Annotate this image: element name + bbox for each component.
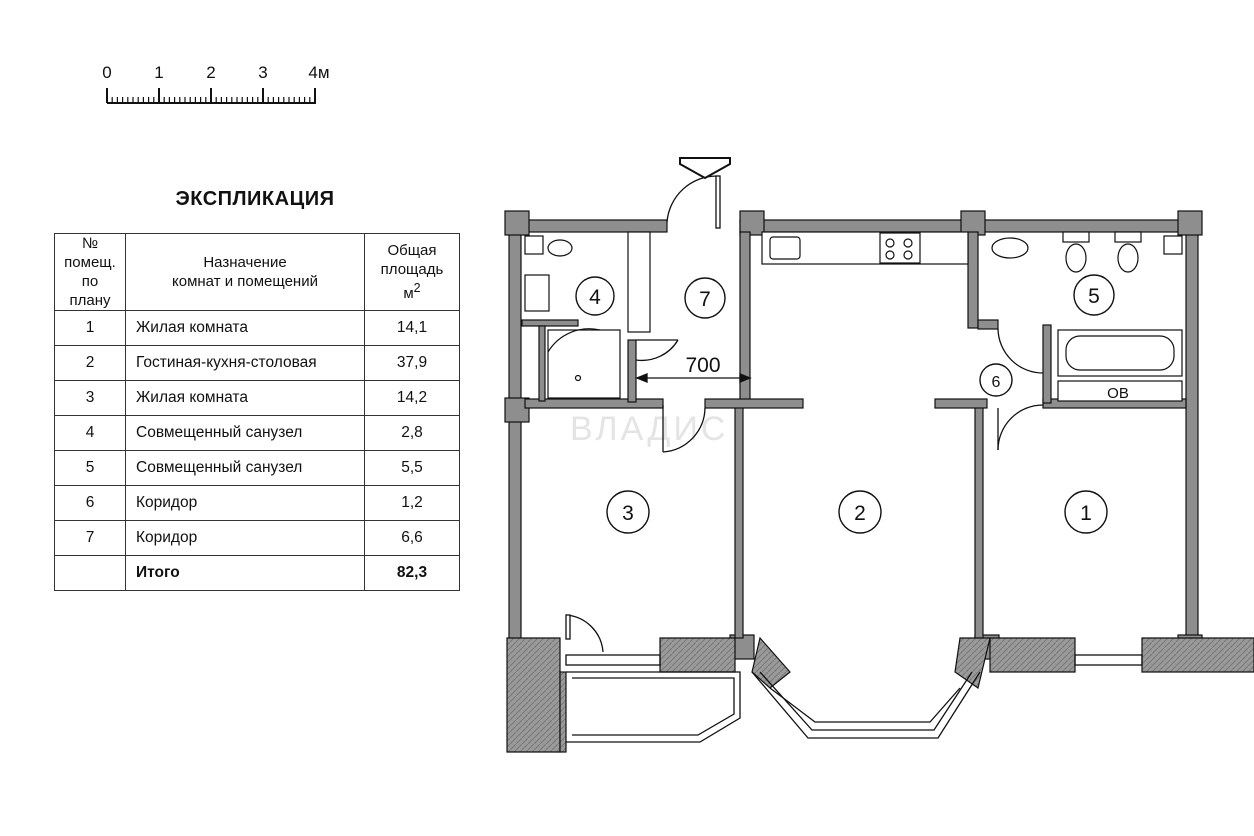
row-area: 37,9: [364, 345, 460, 381]
row-area: 6,6: [364, 520, 460, 556]
header-purpose: Назначение комнат и помещений: [125, 233, 365, 311]
row-name: Коридор: [125, 520, 365, 556]
row-number: 6: [54, 485, 126, 521]
explication-table: № помещ. по плану Назначение комнат и по…: [54, 233, 460, 591]
row-area: 14,1: [364, 310, 460, 346]
scale-tick-1: 1: [154, 63, 163, 82]
dimension-label: 700: [685, 354, 720, 377]
floor-plan: ВЛАДИС: [504, 157, 1254, 753]
row-number: 5: [54, 450, 126, 486]
dimension-line: [635, 373, 752, 383]
scale-tick-0: 0: [102, 63, 111, 82]
scale-tick-2: 2: [206, 63, 215, 82]
row-area: 5,5: [364, 450, 460, 486]
room-label-1: 1: [1080, 502, 1092, 525]
room-label-5: 5: [1088, 285, 1100, 308]
row-area: 14,2: [364, 380, 460, 416]
header-number-line: №: [81, 235, 99, 252]
room-label-3: 3: [622, 502, 634, 525]
header-area-unit-sup: 2: [413, 281, 421, 295]
room-label-2: 2: [854, 502, 866, 525]
row-name: Совмещенный санузел: [125, 450, 365, 486]
row-area: 2,8: [364, 415, 460, 451]
table-total-row: Итого 82,3: [54, 555, 460, 591]
scale-tick-3: 3: [258, 63, 267, 82]
room-labels: [575, 274, 1115, 534]
room-label-6: 6: [992, 374, 1001, 391]
row-number: 2: [54, 345, 126, 381]
header-area: Общая площадь м2: [364, 233, 460, 311]
room-label-4: 4: [589, 286, 601, 309]
bathroom-5-fixtures: [991, 231, 1183, 402]
ventilation-label: ОВ: [1107, 385, 1129, 402]
total-area: 82,3: [364, 555, 460, 591]
row-number: 4: [54, 415, 126, 451]
row-number: 1: [54, 310, 126, 346]
bathroom-4-fixtures: [524, 231, 651, 399]
row-number: 7: [54, 520, 126, 556]
header-purpose-line: комнат и помещений: [172, 273, 318, 290]
row-name: Совмещенный санузел: [125, 415, 365, 451]
bay-window: [565, 654, 1143, 743]
header-area-line: площадь: [380, 261, 444, 278]
row-name: Жилая комната: [125, 310, 365, 346]
header-number-line: помещ.: [64, 254, 116, 271]
kitchen-counter: [761, 231, 969, 265]
room-label-7: 7: [699, 288, 711, 311]
row-area: 1,2: [364, 485, 460, 521]
row-name: Гостиная-кухня-столовая: [125, 345, 365, 381]
row-number: 3: [54, 380, 126, 416]
header-number: № помещ. по плану: [54, 233, 126, 311]
row-name: Жилая комната: [125, 380, 365, 416]
header-area-line: Общая: [387, 242, 437, 259]
total-label: Итого: [125, 555, 365, 591]
scale-tick-4: 4м: [308, 63, 329, 82]
row-name: Коридор: [125, 485, 365, 521]
header-purpose-line: Назначение: [203, 254, 287, 271]
header-number-line: по плану: [69, 273, 111, 309]
entrance-arrow-icon: [679, 157, 731, 180]
table-header-row: № помещ. по плану Назначение комнат и по…: [54, 233, 460, 311]
header-area-unit: м: [403, 285, 414, 302]
explication-title: ЭКСПЛИКАЦИЯ: [175, 188, 335, 210]
total-empty-cell: [54, 555, 126, 591]
scale-bar: 0 1 2 3 4м: [102, 63, 330, 104]
